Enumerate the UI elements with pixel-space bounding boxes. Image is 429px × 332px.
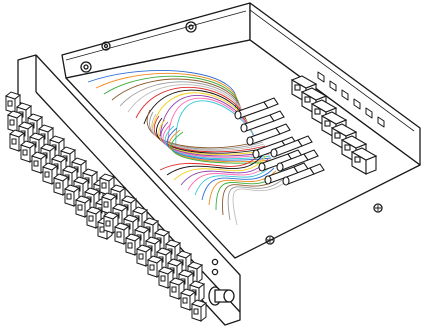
rear-duplex-adapter	[350, 147, 378, 175]
lc-port	[124, 233, 142, 257]
fiber-strand	[166, 152, 265, 176]
lower-connector-boots	[270, 135, 325, 186]
lc-connector-boot	[234, 97, 279, 120]
lc-port	[98, 173, 116, 197]
fiber-strand	[167, 127, 272, 161]
fiber-strand	[173, 155, 267, 181]
lc-connector-boot	[270, 135, 313, 158]
lc-connector-boot	[252, 136, 297, 159]
faceplate-knob	[208, 286, 235, 306]
lc-connector-boot	[246, 123, 291, 146]
lc-port	[190, 299, 208, 323]
lc-port	[63, 184, 81, 208]
fiber-strand	[160, 121, 269, 157]
fiber-strand	[194, 164, 273, 196]
lc-connector-boot	[282, 163, 325, 186]
mounting-screws	[80, 21, 383, 245]
fiber-strand	[168, 129, 273, 163]
lc-port	[100, 192, 118, 216]
fiber-strand	[227, 179, 283, 221]
fiber-strand	[170, 131, 274, 164]
lc-port	[8, 129, 26, 153]
metal-tray-enclosure	[61, 2, 421, 259]
upper-connector-boots	[234, 97, 309, 185]
fiber-strand	[164, 125, 271, 160]
fiber-strand	[151, 113, 265, 151]
fiber-strand	[156, 117, 267, 154]
lower-lc-port-block	[98, 173, 208, 323]
fiber-strand	[201, 167, 275, 201]
fiber-strand	[159, 149, 263, 171]
lc-connector-boot	[240, 110, 285, 133]
fiber-strand	[232, 182, 285, 226]
fiber-strand	[162, 123, 270, 158]
fiber-strand	[149, 111, 264, 150]
fiber-strand	[158, 119, 268, 155]
lc-port	[164, 239, 182, 263]
lc-connector-boot	[276, 149, 319, 172]
fiber-bundle	[87, 70, 285, 226]
fiber-strand	[159, 95, 254, 137]
fiber-strand	[153, 115, 266, 153]
lc-port	[157, 266, 175, 290]
rear-adapter-bank	[290, 75, 378, 175]
fiber-strand	[146, 109, 263, 149]
fiber-strand	[151, 92, 252, 133]
lc-port	[52, 173, 70, 197]
lc-port	[135, 244, 153, 268]
